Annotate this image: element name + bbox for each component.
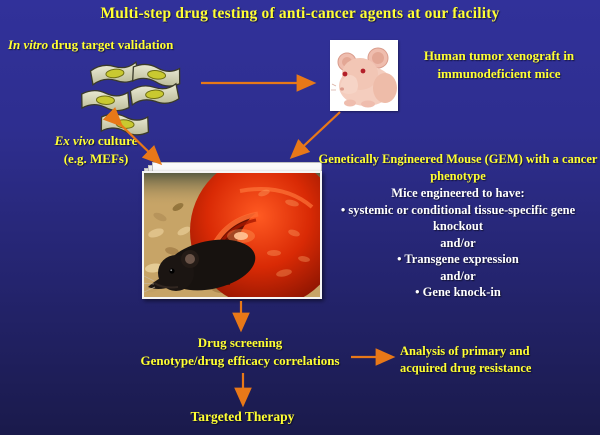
- gem-item-andor-1: and/or: [440, 235, 476, 250]
- drug-screening-block: Drug screening Genotype/drug efficacy co…: [90, 334, 390, 369]
- targeted-therapy-label: Targeted Therapy: [190, 409, 295, 424]
- drug-screening-title: Drug screening: [197, 335, 283, 350]
- gem-subheading: Mice engineered to have:: [391, 186, 525, 200]
- invitro-rest-part: drug target validation: [48, 37, 174, 52]
- nude-mouse-illustration: [330, 40, 398, 111]
- exvivo-rest-part: culture: [94, 133, 138, 148]
- nude-mouse-image: [330, 40, 398, 111]
- arrow-nude-mouse-to-gem-photo: [289, 111, 341, 160]
- analysis-line1: Analysis of primary and: [400, 344, 530, 358]
- gem-mouse-photo: [139, 155, 342, 307]
- invitro-italic-part: In vitro: [8, 37, 49, 52]
- xenograft-label: Human tumor xenograft in immunodeficient…: [423, 48, 575, 81]
- exvivo-italic-part: Ex vivo: [54, 133, 95, 148]
- gem-heading: Genetically Engineered Mouse (GEM) with …: [318, 152, 598, 183]
- analysis-line2: acquired drug resistance: [400, 360, 532, 375]
- gem-item-knockout: • systemic or conditional tissue-specifi…: [340, 202, 576, 234]
- gem-item-andor-2: and/or: [440, 268, 476, 283]
- gem-item-transgene: • Transgene expression: [397, 252, 519, 266]
- drug-screening-subtitle: Genotype/drug efficacy correlations: [140, 352, 340, 368]
- photo-frame: [139, 155, 342, 307]
- gem-description-block: Genetically Engineered Mouse (GEM) with …: [318, 151, 598, 301]
- fibroblast-cells-icon: [81, 60, 181, 136]
- gem-item-knockin: • Gene knock-in: [415, 285, 501, 299]
- invitro-validation-label: In vitro drug target validation: [8, 37, 238, 53]
- slide-title: Multi-step drug testing of anti-cancer a…: [100, 5, 500, 22]
- black-mouse-red-igloo-photo: [139, 155, 342, 307]
- analysis-resistance-label: Analysis of primary and acquired drug re…: [400, 343, 580, 377]
